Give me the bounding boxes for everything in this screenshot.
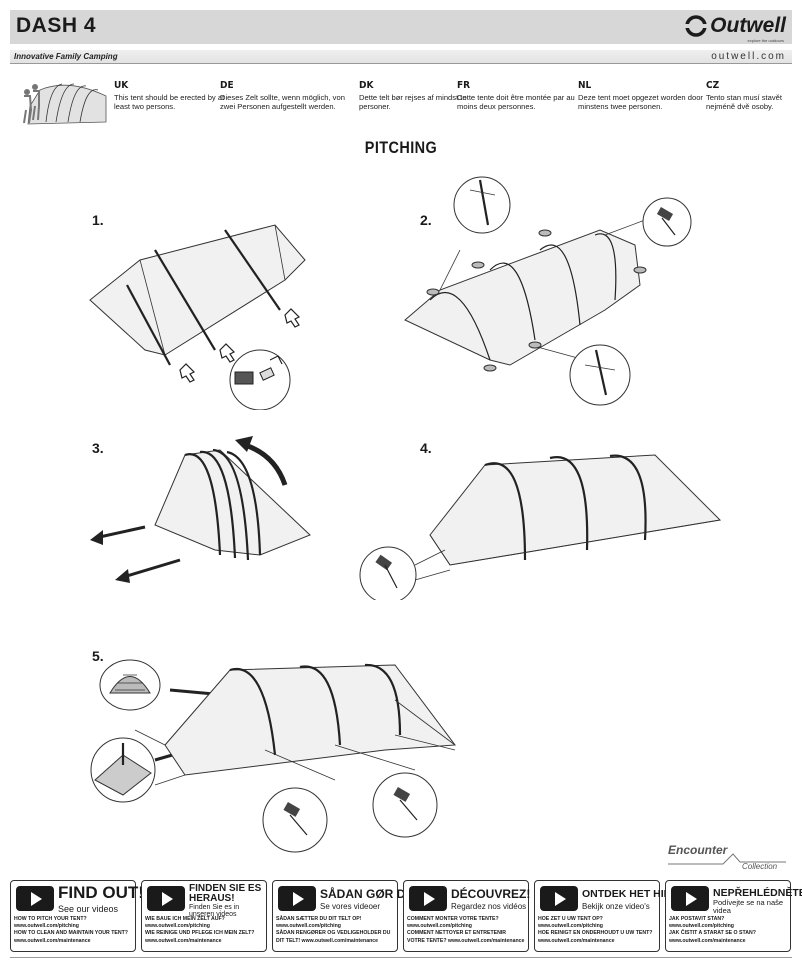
header-bar <box>10 10 792 44</box>
card-link[interactable]: www.outwell.com/pitching <box>145 923 210 930</box>
card-link-text: SÅDAN SÆTTER DU DIT TELT OP! <box>276 916 362 922</box>
play-icon[interactable] <box>16 886 54 911</box>
card-subline: Podívejte se na naše videa <box>713 898 784 915</box>
card-subline: See our videos <box>58 904 119 914</box>
two-persons-tent-icon <box>23 83 107 125</box>
card-headline: DÉCOUVREZ! <box>451 887 531 901</box>
card-links: SÅDAN SÆTTER DU DIT TELT OP! www.outwell… <box>276 916 390 945</box>
card-headline: NEPŘEHLÉDNĚTE! <box>713 887 802 899</box>
step-number: 5. <box>92 648 104 664</box>
lang-code: UK <box>114 80 129 91</box>
collection-name: Encounter <box>668 843 728 857</box>
step-number: 2. <box>420 212 432 228</box>
document-title: DASH 4 <box>16 14 97 37</box>
card-link[interactable]: VOTRE TENTE? www.outwell.com/maintenance <box>407 937 525 944</box>
card-link[interactable]: www.outwell.com/maintenance <box>538 937 615 944</box>
card-link-text: COMMENT NETTOYER ET ENTRETENIR <box>407 930 507 937</box>
card-subline: Bekijk onze video's <box>582 902 650 911</box>
footer-divider <box>10 957 792 958</box>
card-link[interactable]: www.outwell.com/pitching <box>14 923 79 930</box>
card-link[interactable]: www.outwell.com/pitching <box>407 923 472 930</box>
lang-text: This tent should be erected by at least … <box>114 93 225 111</box>
lang-code: FR <box>457 80 471 91</box>
card-link-text: JAK ČISTIT A STARAT SE O STAN? <box>669 930 756 937</box>
collection-swoosh-icon <box>668 853 786 865</box>
card-link[interactable]: www.outwell.com/pitching <box>276 923 341 930</box>
card-link-text: HOW TO CLEAN AND MAINTAIN YOUR TENT? <box>14 930 128 937</box>
lang-code: DK <box>359 80 374 91</box>
card-links: WIE BAUE ICH MEIN ZELT AUF? www.outwell.… <box>145 916 254 945</box>
card-headline: FIND OUT! <box>58 883 144 902</box>
lang-dk: DK Dette telt bør rejses af mindst to pe… <box>359 80 469 111</box>
card-link-text: HOE ZET U UW TENT OP? <box>538 916 603 922</box>
card-link-text: HOW TO PITCH YOUR TENT? <box>14 916 87 922</box>
step-number: 4. <box>420 440 432 456</box>
section-title: PITCHING <box>364 138 438 157</box>
card-links: COMMENT MONTER VOTRE TENTE? www.outwell.… <box>407 916 524 945</box>
card-links: JAK POSTAVIT STAN? www.outwell.com/pitch… <box>669 916 756 945</box>
lang-uk: UK This tent should be erected by at lea… <box>114 80 239 111</box>
subheader-bar <box>10 50 792 64</box>
card-link-text: COMMENT MONTER VOTRE TENTE? <box>407 916 499 922</box>
website: outwell.com <box>711 51 786 62</box>
card-link-text: SÅDAN RENGØRER OG VEDLIGEHOLDER DU <box>276 930 391 937</box>
card-link[interactable]: www.outwell.com/maintenance <box>145 937 222 944</box>
play-icon[interactable] <box>147 886 185 911</box>
lang-code: DE <box>220 80 234 91</box>
play-icon[interactable] <box>409 886 447 911</box>
card-subline: Finden Sie es in unseren videos <box>189 904 240 918</box>
card-link-text: WIE REINIGE UND PFLEGE ICH MEIN ZELT? <box>145 930 255 937</box>
step3-illustration <box>90 436 311 583</box>
play-icon[interactable] <box>540 886 578 911</box>
card-link[interactable]: www.outwell.com/pitching <box>538 923 603 930</box>
step4-illustration <box>359 454 722 600</box>
step-number: 3. <box>92 440 104 456</box>
brand-tagline: explore the outdoors <box>747 38 784 43</box>
card-links: HOE ZET U UW TENT OP? www.outwell.com/pi… <box>538 916 652 945</box>
video-card-nl[interactable]: ONTDEK HET HIER! Bekijk onze video's HOE… <box>534 880 682 952</box>
tagline: Innovative Family Camping <box>14 52 118 61</box>
outwell-logo-icon <box>685 15 708 37</box>
card-headline: SÅDAN GØR DU! <box>320 887 418 901</box>
card-link-text: WIE BAUE ICH MEIN ZELT AUF? <box>145 916 225 922</box>
lang-code: CZ <box>706 80 720 91</box>
step1-illustration <box>89 224 306 410</box>
card-link[interactable]: www.outwell.com/maintenance <box>14 937 91 944</box>
video-card-cz[interactable]: NEPŘEHLÉDNĚTE! Podívejte se na naše vide… <box>665 880 802 952</box>
card-headline: FINDEN SIE ES HERAUS! <box>189 883 262 904</box>
card-links: HOW TO PITCH YOUR TENT? www.outwell.com/… <box>14 916 128 945</box>
card-link[interactable]: DIT TELT! www.outwell.com/maintenance <box>276 937 379 944</box>
lang-fr: FR Cette tente doit être montée par au m… <box>457 80 582 111</box>
collection-label: Collection <box>742 862 778 871</box>
lang-de: DE Dieses Zelt sollte, wenn möglich, von… <box>220 80 345 111</box>
card-subline: Regardez nos vidéos <box>451 902 527 911</box>
card-link-text: HOE REINIGT EN ONDERHOUDT U UW TENT? <box>538 930 653 937</box>
lang-text: Cette tente doit être montée par au moin… <box>457 93 575 111</box>
lang-code: NL <box>578 80 592 91</box>
card-link[interactable]: www.outwell.com/pitching <box>669 923 734 930</box>
video-card-de[interactable]: FINDEN SIE ES HERAUS! Finden Sie es in u… <box>141 880 267 952</box>
play-icon[interactable] <box>671 886 709 911</box>
card-link-text: JAK POSTAVIT STAN? <box>669 916 725 922</box>
lang-cz: CZ Tento stan musí stavět nejméně dvě os… <box>706 80 796 111</box>
step-number: 1. <box>92 212 104 228</box>
brand-name: Outwell <box>710 14 786 37</box>
card-link[interactable]: www.outwell.com/maintenance <box>669 937 746 944</box>
lang-text: Deze tent moet opgezet worden door minst… <box>578 93 703 111</box>
video-card-fr[interactable]: DÉCOUVREZ! Regardez nos vidéos COMMENT M… <box>403 880 531 952</box>
card-headline: ONTDEK HET HIER! <box>582 888 682 900</box>
lang-text: Dette telt bør rejses af mindst to perso… <box>359 93 467 111</box>
step5-illustration <box>90 659 456 853</box>
step2-illustration <box>404 176 692 406</box>
video-card-uk[interactable]: FIND OUT! See our videos HOW TO PITCH YO… <box>10 880 144 952</box>
card-subline: Se vores videoer <box>320 902 381 911</box>
video-card-dk[interactable]: SÅDAN GØR DU! Se vores videoer SÅDAN SÆT… <box>272 880 418 952</box>
lang-text: Dieses Zelt sollte, wenn möglich, von zw… <box>220 93 345 111</box>
brand-logo: Outwell explore the outdoors <box>685 14 786 43</box>
play-icon[interactable] <box>278 886 316 911</box>
lang-nl: NL Deze tent moet opgezet worden door mi… <box>578 80 703 111</box>
lang-text: Tento stan musí stavět nejméně dvě osoby… <box>706 93 782 111</box>
